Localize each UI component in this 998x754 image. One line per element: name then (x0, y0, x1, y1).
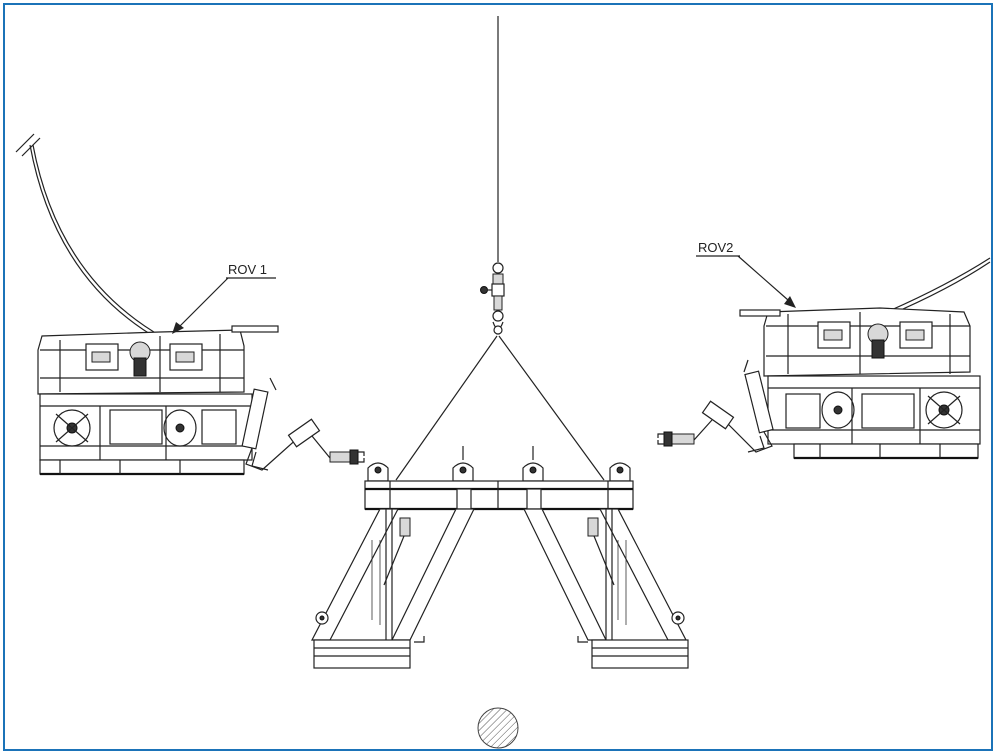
padeye-2 (452, 446, 474, 482)
rov-1-umbilical (15, 133, 165, 341)
mudmat-left (313, 636, 425, 669)
rov-1 (37, 325, 365, 476)
mudmat-right (577, 636, 689, 669)
rov-2-callout: ROV2 (696, 240, 796, 308)
pile-section-icon (477, 707, 519, 749)
subsea-frame (311, 446, 689, 669)
rov-1-label: ROV 1 (228, 262, 267, 277)
rov-2-label: ROV2 (698, 240, 733, 255)
padeye-4 (609, 462, 631, 482)
rov-1-callout: ROV 1 (172, 262, 276, 334)
lifting-slings (395, 335, 605, 481)
padeye-3 (522, 446, 544, 482)
rov-2 (657, 307, 981, 460)
padeye-1 (367, 462, 389, 482)
crane-hook (480, 262, 505, 335)
